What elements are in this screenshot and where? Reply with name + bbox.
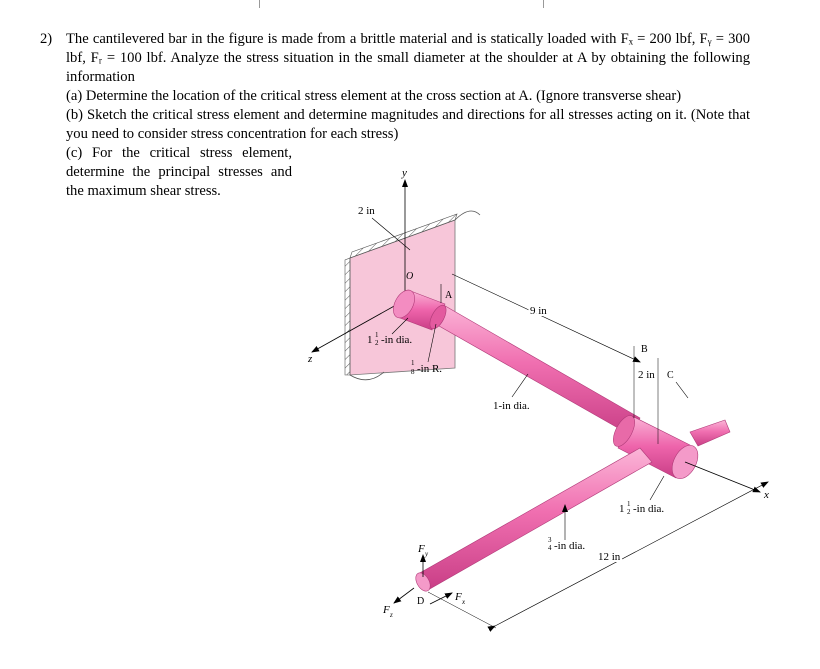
arm-dia-label: -in dia. — [554, 540, 585, 552]
problem-intro: The cantilevered bar in the figure is ma… — [66, 31, 750, 85]
force-fy-sub: y — [424, 550, 429, 558]
dim-9in: 9 in — [530, 305, 547, 317]
axis-label-z: z — [307, 353, 313, 365]
problem-text: The cantilevered bar in the figure is ma… — [66, 30, 750, 201]
fillet-r-leader — [427, 323, 437, 363]
part-c-text: (c) For the critical stress element, det… — [66, 145, 292, 199]
top-edge-mark-right — [543, 0, 544, 8]
part-b-text: (b) Sketch the critical stress element a… — [66, 107, 750, 142]
label-a: A — [445, 290, 453, 301]
dim-2in-bc: 2 in — [638, 369, 655, 381]
dim-2in-bc-leader — [675, 381, 689, 399]
x-axis — [684, 461, 761, 493]
label-d: D — [417, 596, 424, 607]
shoulder-dia-den: 2 — [375, 339, 379, 347]
z-axis — [311, 299, 406, 353]
dim-2in-top-leader — [371, 217, 411, 251]
fillet-r-den: 8 — [411, 368, 415, 376]
shoulder-dia-leader — [391, 317, 409, 335]
force-fy-label: F — [417, 543, 425, 555]
fillet-r-label: -in R. — [417, 363, 442, 375]
dim-9in-line — [451, 273, 641, 363]
label-c: C — [667, 370, 674, 381]
force-fz-arrow — [393, 587, 415, 604]
axis-label-x: x — [763, 489, 769, 501]
collar-dia-den: 2 — [627, 508, 631, 516]
shoulder — [393, 289, 447, 331]
arm-dia-den: 4 — [548, 544, 552, 552]
force-fx-arrow — [429, 592, 453, 605]
collar-dia-leader — [649, 475, 665, 501]
dim-12in-ext-d — [427, 591, 497, 629]
main-dia-leader — [511, 373, 529, 398]
arm-dia-num: 3 — [548, 536, 552, 544]
shoulder-dia-whole: 1 — [367, 334, 373, 346]
label-b: B — [641, 344, 648, 355]
force-fx-sub: x — [461, 598, 466, 606]
main-dia-label: 1-in dia. — [493, 400, 530, 412]
shoulder-dia-label: -in dia. — [381, 334, 412, 346]
collar-dia-label: -in dia. — [633, 503, 664, 515]
dim-12in: 12 in — [598, 551, 621, 563]
dim-2in-top: 2 in — [358, 205, 375, 217]
arm-bar — [415, 447, 653, 592]
shoulder-dia-num: 1 — [375, 331, 379, 339]
dim-12in-line — [487, 481, 769, 632]
force-fz-label: F — [382, 604, 390, 616]
force-fx-label: F — [454, 591, 462, 603]
problem-number: 2) — [40, 31, 53, 47]
collar-dia-num: 1 — [627, 500, 631, 508]
label-o: O — [406, 271, 413, 282]
part-a-text: (a) Determine the location of the critic… — [66, 88, 682, 104]
force-fz-sub: z — [389, 611, 393, 619]
collar-dia-whole: 1 — [619, 503, 625, 515]
fillet-r-num: 1 — [411, 359, 415, 367]
top-edge-mark-left — [259, 0, 260, 8]
main-bar — [431, 302, 641, 437]
axis-label-y: y — [401, 167, 407, 179]
